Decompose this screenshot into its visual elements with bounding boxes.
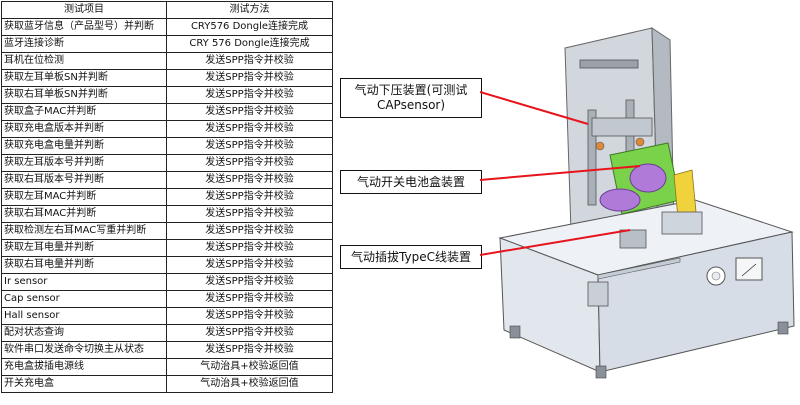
test-item-cell: Hall sensor <box>1 307 167 325</box>
test-method-cell: 气动治具+校验返回值 <box>166 358 333 376</box>
test-method-cell: 发送SPP指令并校验 <box>166 188 333 206</box>
test-method-cell: 气动治具+校验返回值 <box>166 375 333 393</box>
test-method-cell: 发送SPP指令并校验 <box>166 137 333 155</box>
fixture-top-bar <box>579 59 639 69</box>
machine-top-edge <box>597 257 681 280</box>
leader-line-case <box>480 165 641 181</box>
table-row: 配对状态查询发送SPP指令并校验 <box>1 324 333 342</box>
test-item-cell: 获取左耳版本号并判断 <box>1 154 167 172</box>
table-row: 获取右耳版本号并判断发送SPP指令并校验 <box>1 171 333 189</box>
test-item-cell: 蓝牙连接诊断 <box>1 35 167 53</box>
test-item-cell: 获取左耳单板SN并判断 <box>1 69 167 87</box>
test-method-cell: 发送SPP指令并校验 <box>166 273 333 291</box>
test-method-cell: 发送SPP指令并校验 <box>166 341 333 359</box>
table-row: 获取左耳电量并判断发送SPP指令并校验 <box>1 239 333 257</box>
table-row: 获取充电盒版本并判断发送SPP指令并校验 <box>1 120 333 138</box>
yellow-bracket <box>673 169 697 219</box>
test-method-cell: 发送SPP指令并校验 <box>166 222 333 240</box>
table-row: 获取右耳MAC并判断发送SPP指令并校验 <box>1 205 333 223</box>
probe-pin-right <box>635 137 645 147</box>
test-method-cell: 发送SPP指令并校验 <box>166 324 333 342</box>
test-item-cell: 充电盒拔插电源线 <box>1 358 167 376</box>
test-method-cell: CRY 576 Dongle连接完成 <box>166 35 333 53</box>
test-method-cell: CRY576 Dongle连接完成 <box>166 18 333 36</box>
test-item-cell: 获取充电盒电量并判断 <box>1 137 167 155</box>
table-header-row: 测试项目 测试方法 <box>1 1 333 19</box>
test-method-cell: 发送SPP指令并校验 <box>166 256 333 274</box>
header-test-item: 测试项目 <box>1 1 167 19</box>
test-item-cell: 获取右耳版本号并判断 <box>1 171 167 189</box>
table-row: 获取充电盒电量并判断发送SPP指令并校验 <box>1 137 333 155</box>
test-item-cell: 开关充电盒 <box>1 375 167 393</box>
test-method-cell: 发送SPP指令并校验 <box>166 86 333 104</box>
table-row: 获取右耳电量并判断发送SPP指令并校验 <box>1 256 333 274</box>
test-item-cell: 获取右耳电量并判断 <box>1 256 167 274</box>
foot <box>777 321 789 335</box>
test-item-cell: 获取左耳电量并判断 <box>1 239 167 257</box>
test-method-cell: 发送SPP指令并校验 <box>166 120 333 138</box>
foot <box>509 325 521 339</box>
table-row: 获取左耳单板SN并判断发送SPP指令并校验 <box>1 69 333 87</box>
test-method-cell: 发送SPP指令并校验 <box>166 103 333 121</box>
table-row: 获取左耳MAC并判断发送SPP指令并校验 <box>1 188 333 206</box>
callout-press-down-device: 气动下压装置(可测试CAPsensor) <box>340 78 482 118</box>
callout-case-open-device: 气动开关电池盒装置 <box>340 170 482 194</box>
test-item-cell: 耳机在位检测 <box>1 52 167 70</box>
test-item-cell: 配对状态查询 <box>1 324 167 342</box>
callout-typec-plug-device: 气动插拔TypeC线装置 <box>340 245 482 269</box>
leader-line-typec <box>480 229 631 256</box>
table-row: 获取盒子MAC并判断发送SPP指令并校验 <box>1 103 333 121</box>
test-fixture-illustration <box>480 27 795 379</box>
test-item-cell: 获取盒子MAC并判断 <box>1 103 167 121</box>
test-method-cell: 发送SPP指令并校验 <box>166 307 333 325</box>
typec-cylinder <box>619 229 647 249</box>
header-test-method: 测试方法 <box>166 1 333 19</box>
table-row: 获取左耳版本号并判断发送SPP指令并校验 <box>1 154 333 172</box>
test-method-cell: 发送SPP指令并校验 <box>166 205 333 223</box>
test-method-cell: 发送SPP指令并校验 <box>166 239 333 257</box>
test-method-cell: 发送SPP指令并校验 <box>166 290 333 308</box>
gauge-needle <box>741 263 757 277</box>
table-row: 获取右耳单板SN并判断发送SPP指令并校验 <box>1 86 333 104</box>
leader-line-press <box>480 91 589 125</box>
table-row: 获取检测左右耳MAC写重并判断发送SPP指令并校验 <box>1 222 333 240</box>
test-item-cell: 获取右耳MAC并判断 <box>1 205 167 223</box>
test-item-cell: 获取充电盒版本并判断 <box>1 120 167 138</box>
pressure-gauge <box>735 257 763 281</box>
test-method-cell: 发送SPP指令并校验 <box>166 171 333 189</box>
table-row: 耳机在位检测发送SPP指令并校验 <box>1 52 333 70</box>
control-knob-center <box>711 271 721 281</box>
table-row: 软件串口发送命令切换主从状态发送SPP指令并校验 <box>1 341 333 359</box>
test-item-cell: 获取蓝牙信息（产品型号）并判断 <box>1 18 167 36</box>
test-item-cell: Ir sensor <box>1 273 167 291</box>
typec-plug-mechanism <box>661 211 703 235</box>
test-item-cell: 软件串口发送命令切换主从状态 <box>1 341 167 359</box>
test-item-cell: 获取右耳单板SN并判断 <box>1 86 167 104</box>
test-method-cell: 发送SPP指令并校验 <box>166 154 333 172</box>
side-handle <box>587 281 609 307</box>
probe-pin-left <box>595 141 605 151</box>
test-item-cell: 获取左耳MAC并判断 <box>1 188 167 206</box>
table-row: 充电盒拔插电源线气动治具+校验返回值 <box>1 358 333 376</box>
table-row: 开关充电盒气动治具+校验返回值 <box>1 375 333 393</box>
test-method-cell: 发送SPP指令并校验 <box>166 69 333 87</box>
foot <box>595 365 607 379</box>
test-item-cell: Cap sensor <box>1 290 167 308</box>
test-item-cell: 获取检测左右耳MAC写重并判断 <box>1 222 167 240</box>
press-down-head <box>591 117 653 137</box>
test-method-cell: 发送SPP指令并校验 <box>166 52 333 70</box>
charging-case-nest <box>629 163 667 193</box>
earbud-nest <box>599 188 641 212</box>
fixture-guide-rail-left <box>587 109 597 206</box>
